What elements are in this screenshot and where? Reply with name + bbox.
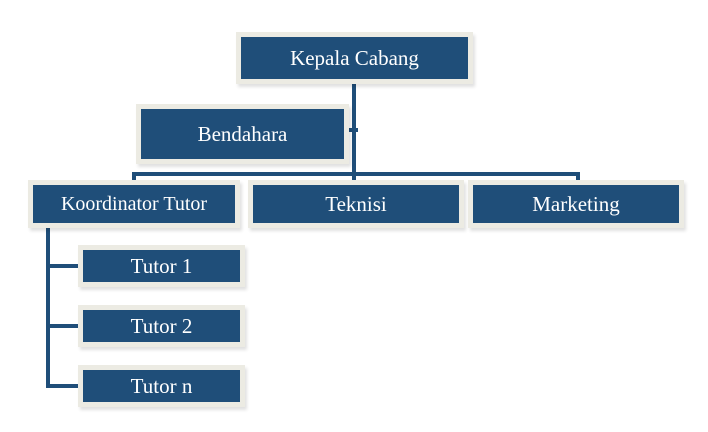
node-marketing: Marketing [468, 180, 684, 228]
node-tutor-2: Tutor 2 [78, 305, 245, 347]
node-bendahara: Bendahara [136, 104, 349, 164]
node-tutor-1: Tutor 1 [78, 245, 245, 287]
node-tutor-n: Tutor n [78, 365, 245, 407]
node-teknisi: Teknisi [248, 180, 464, 228]
node-koordinator-tutor: Koordinator Tutor [28, 180, 240, 228]
node-kepala-cabang: Kepala Cabang [236, 32, 473, 84]
